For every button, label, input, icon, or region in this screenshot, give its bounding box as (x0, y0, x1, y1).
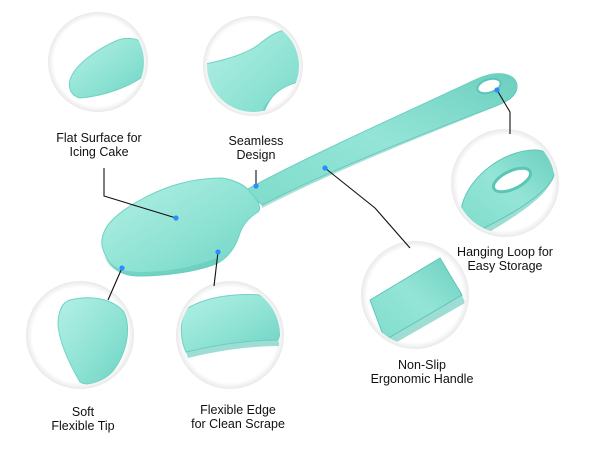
leader-flexible-edge (213, 251, 219, 287)
soft-tip-closeup (57, 297, 129, 385)
leader-hanging-loop (496, 89, 511, 134)
dot-seamless (253, 183, 259, 189)
detail-hanging-loop (451, 129, 559, 237)
dot-hanging-loop (494, 87, 500, 93)
leader-soft-tip (107, 267, 123, 301)
detail-flat-surface (48, 12, 148, 112)
spatula-head-edge (104, 256, 216, 276)
detail-seamless (203, 16, 303, 116)
spatula-head (101, 177, 261, 277)
dot-flexible-edge (215, 249, 221, 255)
leader-flat-surface (103, 168, 177, 219)
detail-soft-tip (26, 281, 134, 389)
dot-soft-tip (119, 265, 125, 271)
flat-surface-closeup (69, 37, 144, 99)
callout-dots (119, 87, 500, 271)
spatula-handle-shadow (262, 88, 517, 208)
detail-non-slip (361, 241, 469, 349)
leader-lines (103, 89, 511, 301)
leader-non-slip (324, 167, 411, 249)
dot-non-slip (322, 165, 328, 171)
dot-flat-surface (173, 215, 179, 221)
seamless-closeup (207, 29, 299, 112)
detail-flexible-edge (176, 281, 284, 389)
